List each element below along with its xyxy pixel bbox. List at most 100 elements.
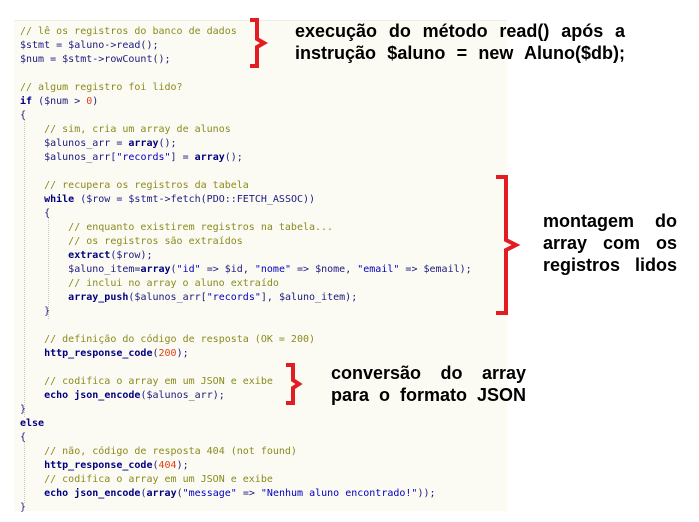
annotation-line: para o formato JSON bbox=[331, 385, 526, 405]
code-token-plain: (); bbox=[224, 152, 243, 163]
code-token-variable: $row bbox=[86, 194, 111, 205]
code-token-plain bbox=[20, 278, 68, 289]
code-token-number: 0 bbox=[86, 96, 93, 107]
code-token-plain bbox=[20, 222, 68, 233]
code-token-comment: // recupera os registros da tabela bbox=[44, 180, 249, 191]
code-token-keyword: extract bbox=[68, 250, 111, 261]
code-line: extract($row); bbox=[20, 249, 153, 263]
code-token-keyword: json_encode bbox=[74, 390, 141, 401]
annotation-line: execução do método read() após a bbox=[295, 21, 625, 41]
code-token-plain: ( bbox=[110, 250, 117, 261]
code-line: { bbox=[20, 207, 50, 221]
code-token-plain: => bbox=[399, 264, 424, 275]
code-token-plain: ) bbox=[92, 96, 99, 107]
code-token-string: "Nenhum aluno encontrado!" bbox=[260, 488, 418, 499]
indent-guide bbox=[24, 119, 25, 417]
code-token-plain: ] = bbox=[170, 152, 195, 163]
code-token-variable: $num bbox=[20, 54, 45, 65]
code-token-string: "id" bbox=[176, 264, 201, 275]
right-brace-icon bbox=[496, 175, 521, 315]
code-token-plain bbox=[20, 446, 44, 457]
code-token-keyword: http_response_code bbox=[44, 460, 153, 471]
code-token-plain: ( bbox=[176, 488, 183, 499]
code-line: // os registros são extraídos bbox=[20, 235, 243, 249]
code-token-variable: $aluno_item bbox=[68, 264, 135, 275]
code-token-plain bbox=[20, 264, 68, 275]
code-token-plain bbox=[20, 138, 44, 149]
code-token-plain: = bbox=[44, 54, 63, 65]
code-line: // definição do código de resposta (OK =… bbox=[20, 333, 315, 347]
code-token-variable: $stmt bbox=[20, 40, 51, 51]
code-token-plain: ( bbox=[140, 390, 147, 401]
code-token-keyword: array bbox=[194, 152, 225, 163]
code-token-string: "nome" bbox=[254, 264, 291, 275]
code-line: // algum registro foi lido? bbox=[20, 81, 183, 95]
code-token-plain: ); bbox=[176, 460, 189, 471]
code-token-plain: > bbox=[68, 96, 87, 107]
code-token-plain: ( bbox=[170, 264, 177, 275]
code-token-plain: ); bbox=[212, 390, 225, 401]
indent-guide bbox=[24, 441, 25, 503]
code-token-comment: // algum registro foi lido? bbox=[20, 82, 183, 93]
code-token-comment: // os registros são extraídos bbox=[68, 236, 243, 247]
code-token-plain: [ bbox=[110, 152, 117, 163]
code-token-plain: ); bbox=[176, 348, 189, 359]
code-line: // enquanto existirem registros na tabel… bbox=[20, 221, 333, 235]
code-token-comment: // definição do código de resposta (OK =… bbox=[44, 334, 316, 345]
annotation-array-assembly: montagem do array com os registros lidos bbox=[543, 210, 677, 276]
code-token-plain bbox=[20, 194, 44, 205]
code-token-plain bbox=[20, 348, 44, 359]
code-line: // lê os registros do banco de dados bbox=[20, 25, 237, 39]
code-token-plain: )); bbox=[417, 488, 436, 499]
right-brace-icon bbox=[286, 363, 303, 405]
code-line: // inclui no array o aluno extraído bbox=[20, 277, 279, 291]
code-token-plain bbox=[20, 488, 44, 499]
code-token-plain bbox=[20, 236, 68, 247]
code-line: http_response_code(404); bbox=[20, 459, 189, 473]
code-token-plain: = bbox=[110, 138, 129, 149]
code-line: // codifica o array em um JSON e exibe bbox=[20, 375, 273, 389]
code-line: $alunos_arr["records"] = array(); bbox=[20, 151, 243, 165]
code-line: array_push($alunos_arr["records"], $alun… bbox=[20, 291, 357, 305]
code-token-variable: $nome bbox=[315, 264, 346, 275]
code-token-plain: ( bbox=[32, 96, 45, 107]
code-line: while ($row = $stmt->fetch(PDO::FETCH_AS… bbox=[20, 193, 315, 207]
code-token-variable: $stmt bbox=[128, 194, 159, 205]
code-token-plain: => bbox=[200, 264, 225, 275]
code-line: $stmt = $aluno->read(); bbox=[20, 39, 158, 53]
code-token-variable: $row bbox=[116, 250, 141, 261]
code-token-string: "records" bbox=[206, 292, 261, 303]
brace-path bbox=[250, 18, 269, 68]
annotation-json-conversion: conversão do array para o formato JSON bbox=[331, 362, 526, 406]
code-token-plain: ], bbox=[260, 292, 279, 303]
code-token-plain bbox=[20, 474, 44, 485]
code-line: if ($num > 0) bbox=[20, 95, 98, 109]
code-token-plain bbox=[20, 250, 68, 261]
code-token-plain: = bbox=[50, 40, 69, 51]
code-token-plain: } bbox=[20, 502, 27, 513]
code-token-number: 404 bbox=[158, 460, 177, 471]
code-token-plain: ( bbox=[152, 460, 159, 471]
code-token-plain bbox=[20, 180, 44, 191]
annotation-line: registros lidos bbox=[543, 255, 677, 275]
code-token-plain: ); bbox=[140, 250, 153, 261]
code-line: $alunos_arr = array(); bbox=[20, 137, 176, 151]
code-line: } bbox=[20, 501, 26, 515]
code-line: $aluno_item=array("id" => $id, "nome" =>… bbox=[20, 263, 472, 277]
code-token-keyword: echo bbox=[44, 488, 69, 499]
code-token-plain bbox=[20, 152, 44, 163]
code-token-plain bbox=[20, 390, 44, 401]
code-token-variable: $stmt bbox=[62, 54, 93, 65]
annotation-line: instrução $aluno = new Aluno($db); bbox=[295, 43, 625, 63]
code-token-plain: => bbox=[236, 488, 261, 499]
code-token-variable: $aluno_item bbox=[278, 292, 346, 303]
code-token-keyword: array_push bbox=[68, 292, 129, 303]
code-token-comment: // enquanto existirem registros na tabel… bbox=[68, 222, 334, 233]
code-token-plain: } bbox=[20, 306, 51, 317]
brace-path bbox=[496, 175, 521, 315]
annotation-line: montagem do bbox=[543, 211, 677, 231]
code-token-plain: ( bbox=[128, 292, 135, 303]
code-line: $num = $stmt->rowCount(); bbox=[20, 53, 171, 67]
code-token-keyword: http_response_code bbox=[44, 348, 153, 359]
code-line: { bbox=[20, 431, 26, 445]
